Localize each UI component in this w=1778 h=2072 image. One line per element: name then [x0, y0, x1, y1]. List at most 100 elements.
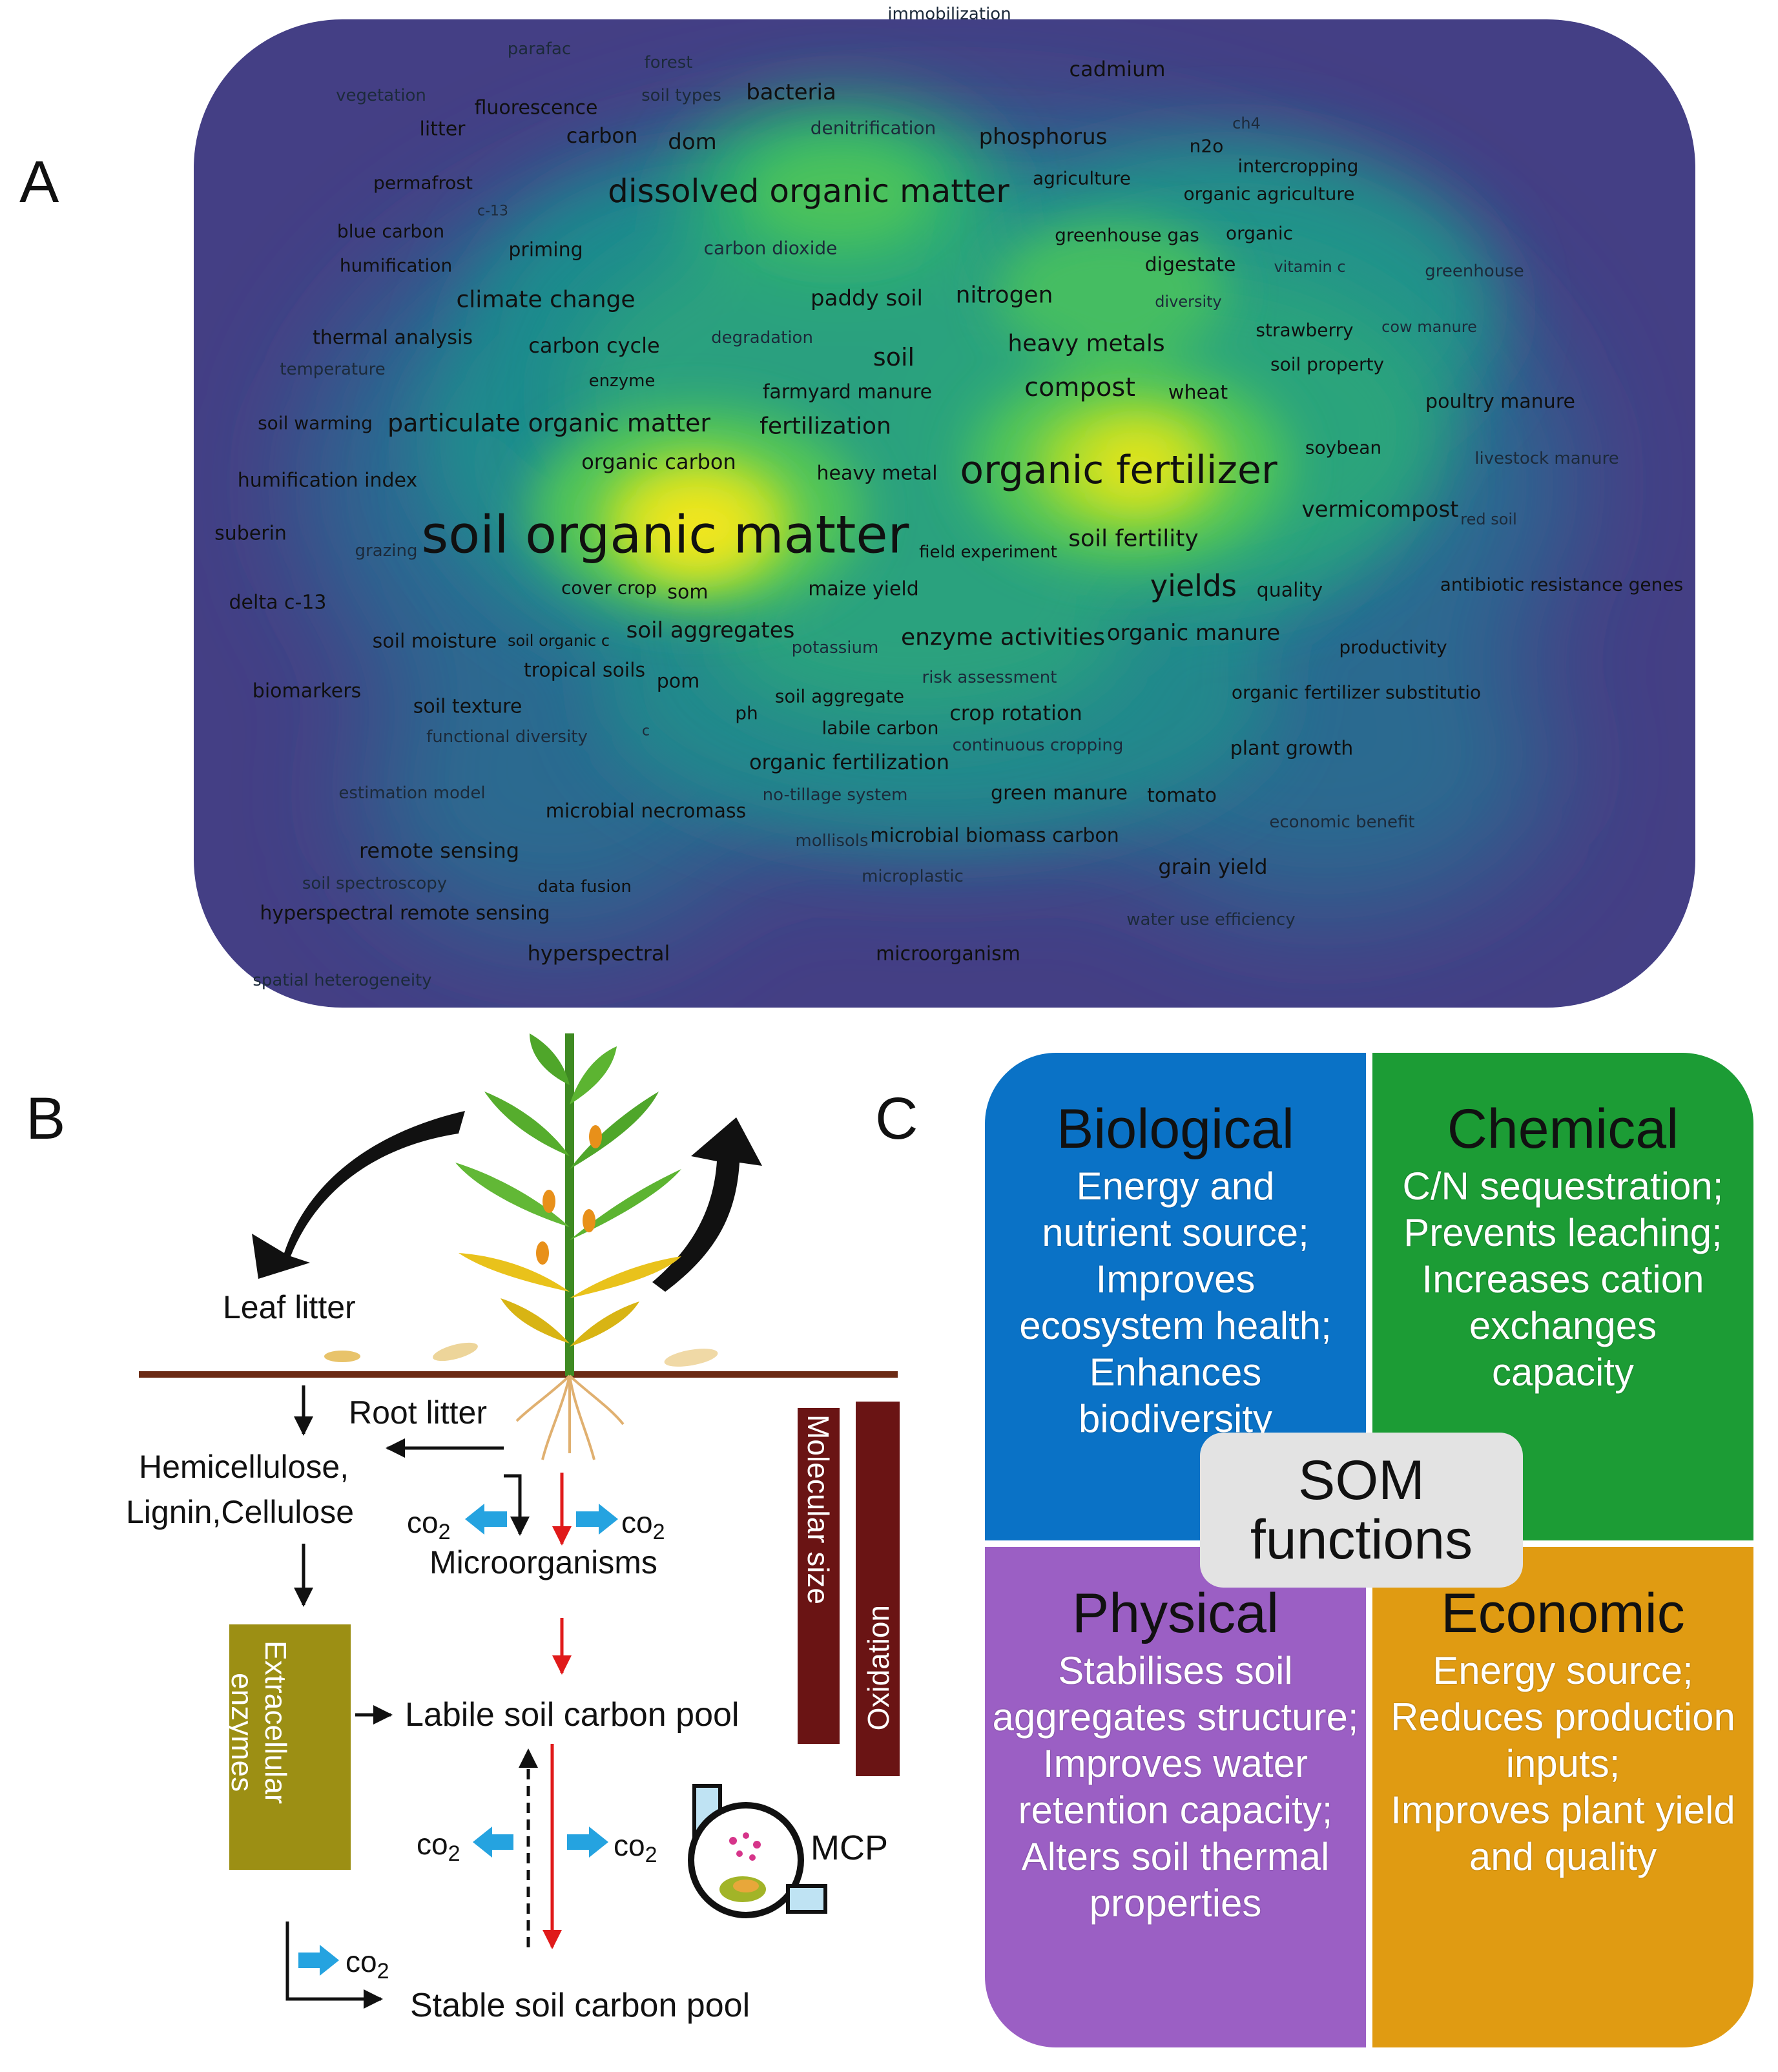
keyword-label: soil texture — [413, 695, 522, 718]
keyword-label: heavy metals — [1008, 330, 1165, 357]
keyword-label: priming — [508, 238, 583, 262]
keyword-label: quality — [1256, 579, 1323, 602]
keyword-label: strawberry — [1256, 319, 1354, 341]
keyword-label: mollisols — [795, 831, 869, 851]
description-line: Energy source; — [1432, 1649, 1693, 1692]
keyword-label: functional diversity — [426, 727, 588, 747]
hemicellulose-label: Hemicellulose, — [139, 1449, 349, 1485]
keyword-label: denitrification — [810, 117, 936, 139]
keyword-label: paddy soil — [811, 285, 923, 311]
panel-label-b: B — [26, 1086, 66, 1152]
keyword-label: dissolved organic matter — [608, 172, 1009, 210]
keyword-label: maize yield — [808, 577, 919, 601]
keyword-label: soybean — [1305, 437, 1382, 459]
keyword-label: soil moisture — [372, 630, 497, 653]
root-litter-label: Root litter — [349, 1394, 487, 1431]
keyword-label: estimation model — [338, 783, 486, 803]
keyword-label: climate change — [456, 286, 636, 313]
keyword-label: ph — [735, 702, 758, 724]
keyword-label: tropical soils — [523, 659, 646, 682]
keyword-label: c-13 — [477, 203, 509, 220]
description-line: Prevents leaching; — [1403, 1211, 1722, 1254]
keyword-label: blue carbon — [336, 220, 445, 242]
description-line: Improves plant yield — [1390, 1788, 1735, 1832]
chemical-quadrant: Chemical C/N sequestration;Prevents leac… — [1372, 1053, 1753, 1540]
keyword-label: vitamin c — [1274, 258, 1346, 276]
keyword-label: temperature — [280, 360, 386, 379]
description-line: Enhances — [1089, 1351, 1262, 1394]
stable-soil-carbon-pool-label: Stable soil carbon pool — [410, 1987, 750, 2024]
keyword-label: green manure — [991, 782, 1128, 805]
keyword-label: microbial necromass — [545, 800, 747, 823]
oxidation-bar — [856, 1402, 900, 1776]
keyword-label: som — [667, 581, 708, 604]
description-line: ecosystem health; — [1019, 1304, 1332, 1347]
keyword-label: soil organic c — [507, 632, 610, 650]
description-line: Improves water — [1042, 1742, 1308, 1785]
fallen-leaf-icon — [433, 1342, 478, 1362]
keyword-label: microorganism — [876, 942, 1020, 966]
keyword-label: hyperspectral remote sensing — [260, 902, 550, 925]
co2-release-arrow-icon — [576, 1504, 618, 1535]
keyword-label: tomato — [1147, 784, 1217, 807]
co2-label: co2 — [621, 1506, 665, 1545]
keyword-label: crop rotation — [949, 701, 1082, 725]
economic-title: Economic — [1441, 1582, 1685, 1644]
description-line: properties — [1089, 1881, 1262, 1925]
description-line: Stabilises soil — [1058, 1649, 1293, 1692]
keyword-label: degradation — [711, 328, 813, 347]
keyword-label: carbon cycle — [528, 333, 660, 358]
keyword-label: enzyme activities — [900, 624, 1106, 651]
mcp-label: MCP — [811, 1829, 888, 1867]
keyword-label: intercropping — [1237, 155, 1359, 177]
soil-carbon-flow-diagram: Leaf litter Root litter Hemicellulose, L… — [97, 1008, 936, 2054]
description-line: Alters soil thermal — [1021, 1835, 1330, 1878]
keyword-label: grain yield — [1158, 855, 1268, 879]
description-line: C/N sequestration; — [1402, 1165, 1724, 1208]
keyword-label: carbon dioxide — [703, 237, 838, 259]
keyword-label: red soil — [1460, 510, 1517, 528]
co2-release-arrow-icon — [298, 1945, 339, 1976]
mcp-pump-icon — [688, 1784, 827, 1918]
keyword-label: plant growth — [1230, 737, 1354, 760]
curved-arrow-up-right-icon — [652, 1117, 762, 1292]
biological-title: Biological — [1056, 1098, 1295, 1160]
panel-label-c: C — [875, 1086, 918, 1152]
co2-label: co2 — [346, 1945, 389, 1984]
keyword-label: continuous cropping — [952, 736, 1124, 755]
description-line: inputs; — [1505, 1742, 1620, 1785]
keyword-label: permafrost — [373, 172, 473, 194]
keyword-label: enzyme — [588, 371, 656, 391]
keyword-label: organic fertilizer — [960, 448, 1277, 493]
keyword-label: thermal analysis — [313, 326, 473, 349]
keyword-label: remote sensing — [358, 838, 520, 863]
keyword-label: field experiment — [919, 543, 1057, 562]
keyword-label: organic fertilization — [749, 750, 950, 774]
keyword-label: antibiotic resistance genes — [1440, 574, 1684, 596]
keyword-label: data fusion — [537, 877, 632, 896]
panel-label-a: A — [19, 149, 59, 215]
keyword-label: soil aggregate — [774, 685, 905, 707]
microorganisms-label: Microorganisms — [429, 1544, 657, 1580]
keyword-label: biomarkers — [252, 679, 362, 703]
keyword-label: vermicompost — [1301, 497, 1459, 523]
extracellular-label: Extracellular — [259, 1641, 293, 1805]
keyword-label: cadmium — [1069, 57, 1166, 81]
keyword-label: productivity — [1339, 636, 1447, 658]
keyword-label: water use efficiency — [1126, 910, 1296, 929]
keyword-label: yields — [1150, 568, 1237, 603]
carbon-flow-graphics — [139, 1033, 900, 2009]
physical-title: Physical — [1071, 1582, 1279, 1644]
keyword-label: litter — [419, 118, 466, 141]
co2-label: co2 — [417, 1827, 460, 1867]
keyword-label: organic — [1225, 222, 1294, 244]
keyword-label: soil aggregates — [626, 617, 795, 643]
description-line: Increases cation — [1421, 1258, 1704, 1301]
keyword-label: cow manure — [1381, 318, 1477, 336]
